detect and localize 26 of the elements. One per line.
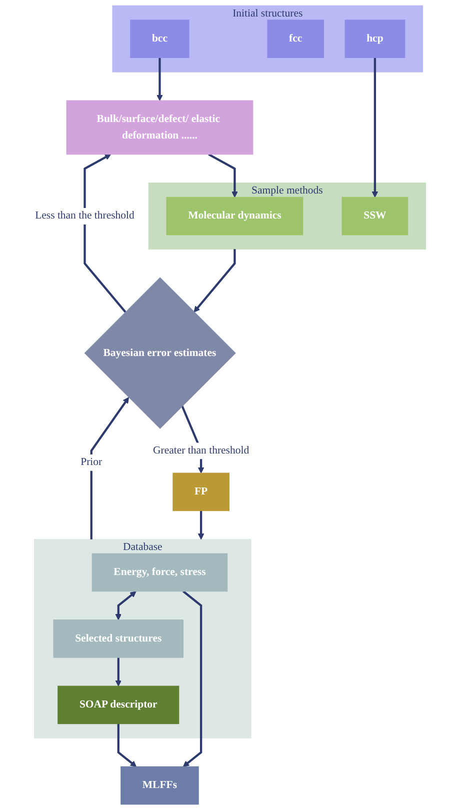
arrow: [198, 510, 204, 540]
node-box: fcc: [267, 20, 324, 58]
arrow: [208, 153, 238, 198]
node-box: Molecular dynamics: [166, 196, 304, 236]
node-box: FP: [172, 472, 230, 512]
arrow: [117, 724, 137, 767]
node-box: bcc: [130, 20, 190, 58]
arrow: [115, 657, 122, 686]
node-box: SOAP descriptor: [58, 686, 180, 724]
arrow: [194, 249, 236, 312]
arrow: [156, 58, 163, 101]
node-box: hcp: [344, 20, 406, 58]
node-box: SSW: [342, 196, 408, 236]
node-box: MLFFs: [120, 766, 199, 805]
arrow: [372, 58, 378, 198]
node-box: Selected structures: [53, 620, 184, 658]
arrow: [90, 397, 129, 540]
edge-label: Less than the threshold: [35, 210, 134, 222]
node-box: Energy, force, stress: [92, 553, 228, 592]
arrow: [84, 154, 126, 313]
arrow: [182, 590, 202, 767]
node-box: Bulk/surface/defect/ elastic deformation ......: [66, 100, 254, 155]
edge-label: Prior: [80, 456, 102, 468]
arrow: [115, 591, 136, 620]
node-diamond: Bayesian error estimates: [84, 277, 236, 429]
edge-label: Greater than threshold: [153, 444, 250, 456]
